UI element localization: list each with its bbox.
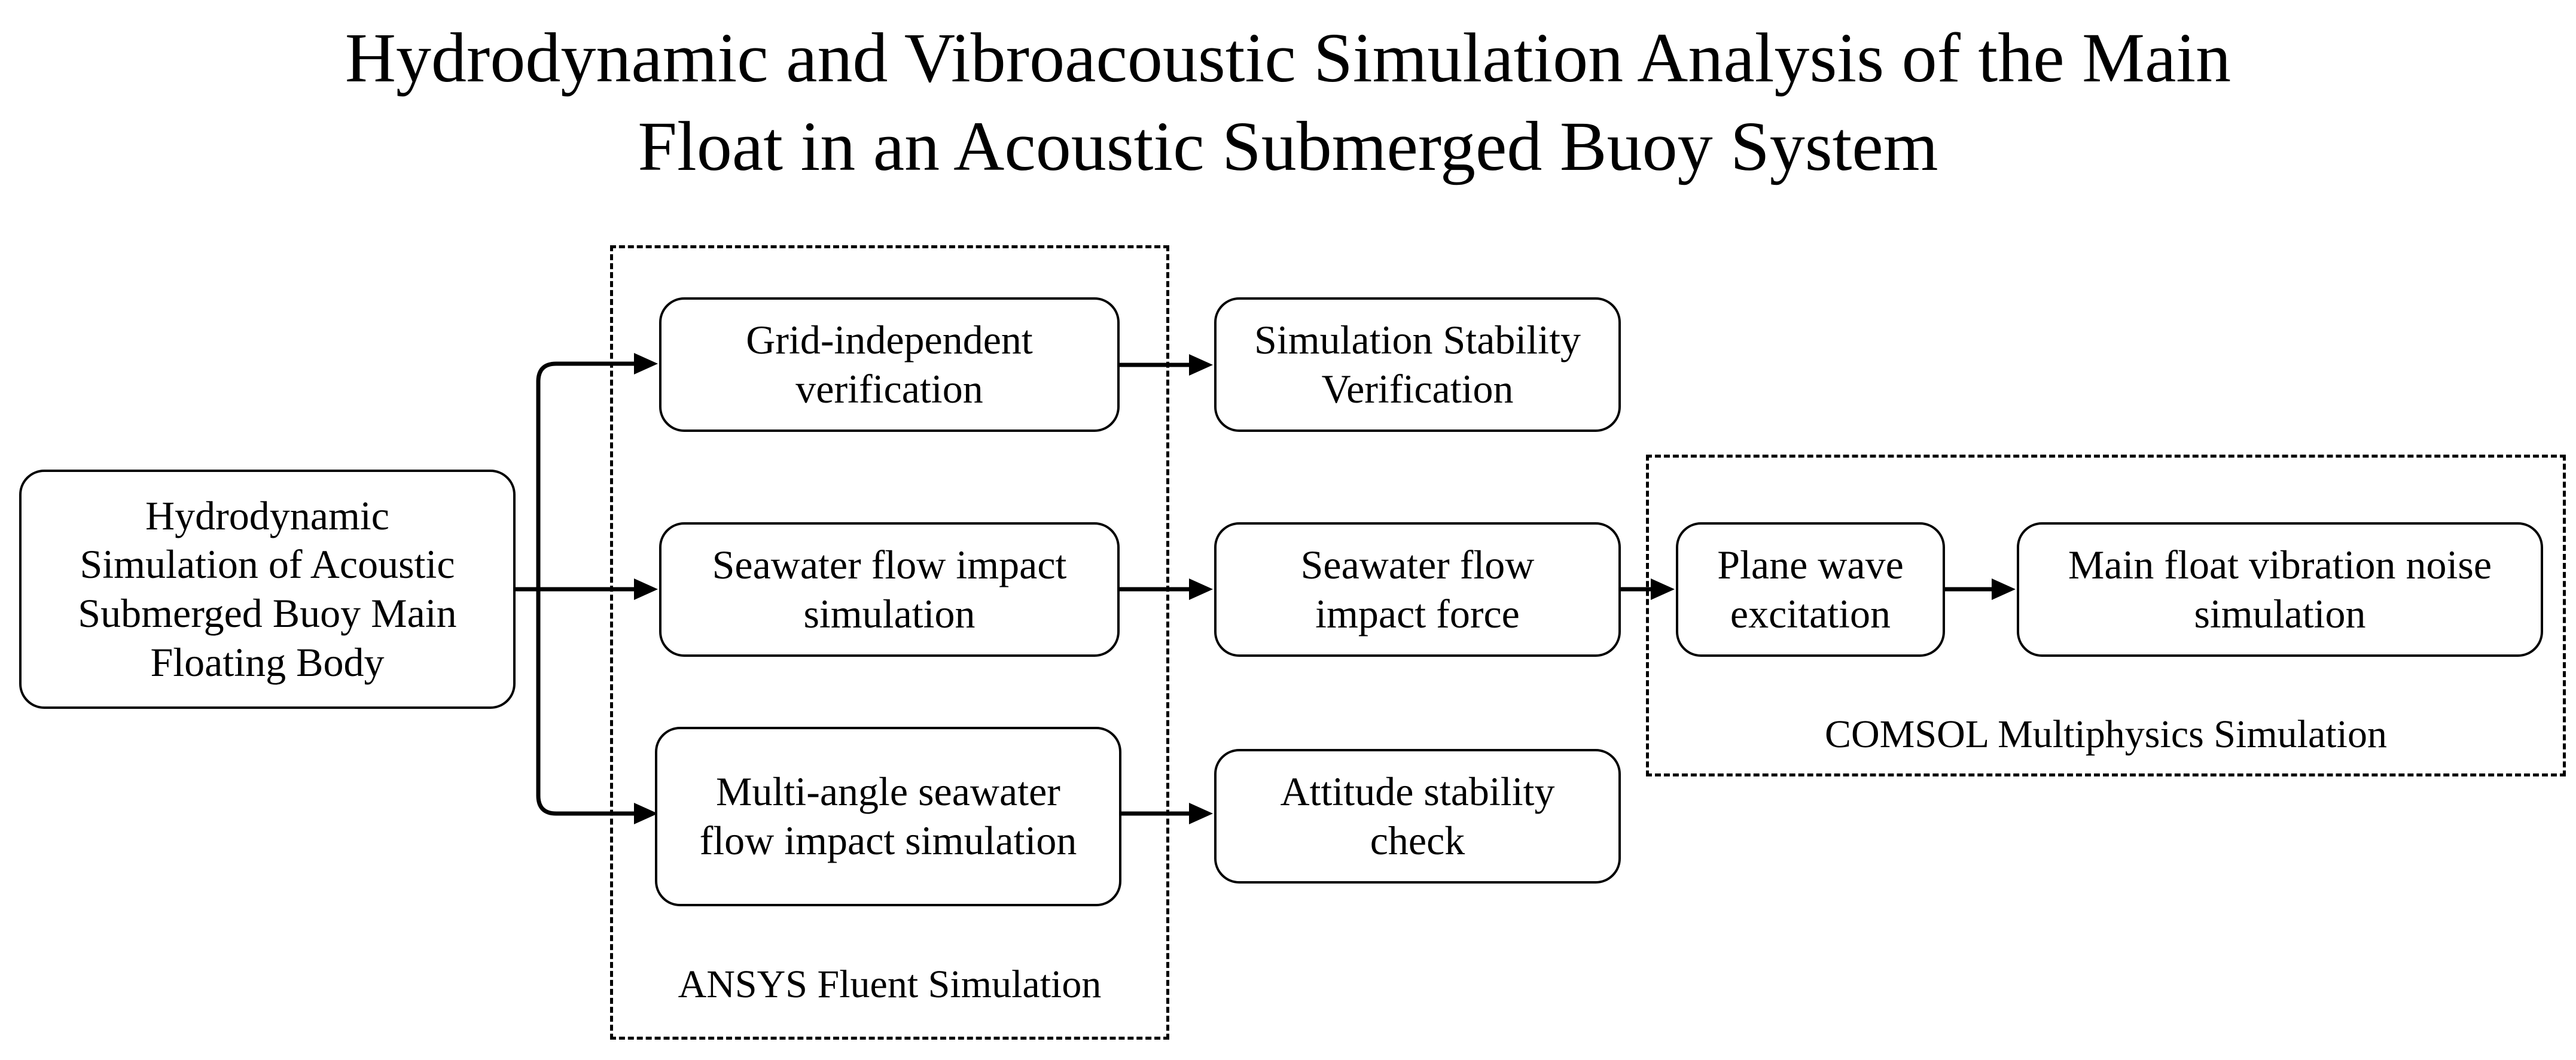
arrowhead-attitude	[1189, 803, 1213, 824]
root-node: Hydrodynamic Simulation of Acoustic Subm…	[19, 470, 516, 709]
vibration-line-1: Main float vibration noise	[2068, 541, 2492, 587]
arrowhead-grid	[634, 353, 658, 374]
seawater-sim-line-2: simulation	[803, 590, 975, 636]
diagram-title-line-1: Hydrodynamic and Vibroacoustic Simulatio…	[345, 19, 2231, 97]
arrow-to-multi-angle	[536, 589, 634, 816]
multi-angle-simulation-node: Multi-angle seawater flow impact simulat…	[655, 727, 1121, 906]
arrowhead-plane-wave	[1651, 578, 1675, 600]
grid-node-line-1: Grid-independent	[746, 316, 1033, 363]
stability-verification-node: Simulation Stability Verification	[1214, 297, 1621, 432]
arrow-to-grid	[536, 361, 634, 589]
arrowhead-force	[1189, 578, 1213, 600]
impact-force-line-2: impact force	[1315, 590, 1520, 636]
multi-angle-line-2: flow impact simulation	[699, 818, 1077, 863]
arrowhead-stability	[1189, 354, 1213, 376]
attitude-line-1: Attitude stability	[1280, 768, 1555, 814]
seawater-flow-simulation-node: Seawater flow impact simulation	[659, 522, 1120, 657]
diagram-title-line-2: Float in an Acoustic Submerged Buoy Syst…	[638, 107, 1938, 185]
stability-line-2: Verification	[1321, 365, 1514, 412]
plane-wave-line-1: Plane wave	[1717, 541, 1904, 587]
impact-force-line-1: Seawater flow	[1300, 541, 1535, 587]
seawater-sim-line-1: Seawater flow impact	[712, 541, 1067, 587]
multi-angle-line-1: Multi-angle seawater	[716, 769, 1060, 815]
arrowhead-seawater-sim	[634, 578, 658, 600]
attitude-stability-node: Attitude stability check	[1214, 749, 1621, 884]
root-node-line-2: Simulation of Acoustic	[80, 541, 455, 587]
vibration-noise-node: Main float vibration noise simulation	[2017, 522, 2543, 657]
impact-force-node: Seawater flow impact force	[1214, 522, 1621, 657]
vibration-line-2: simulation	[2194, 590, 2366, 636]
arrowhead-multi-angle	[634, 803, 658, 824]
root-node-line-4: Floating Body	[150, 639, 385, 685]
grid-node-line-2: verification	[795, 365, 983, 412]
ansys-fluent-group	[610, 245, 1169, 1040]
root-node-line-3: Submerged Buoy Main	[78, 590, 457, 636]
stability-line-1: Simulation Stability	[1254, 316, 1581, 363]
plane-wave-line-2: excitation	[1730, 590, 1891, 636]
arrowhead-vibration	[1992, 578, 2016, 600]
plane-wave-node: Plane wave excitation	[1676, 522, 1945, 657]
comsol-group	[1646, 455, 2566, 776]
grid-independent-node: Grid-independent verification	[659, 297, 1120, 432]
attitude-line-2: check	[1370, 817, 1465, 863]
ansys-fluent-group-label: ANSYS Fluent Simulation	[678, 962, 1102, 1006]
comsol-group-label: COMSOL Multiphysics Simulation	[1825, 712, 2387, 756]
root-node-line-1: Hydrodynamic	[145, 492, 389, 538]
